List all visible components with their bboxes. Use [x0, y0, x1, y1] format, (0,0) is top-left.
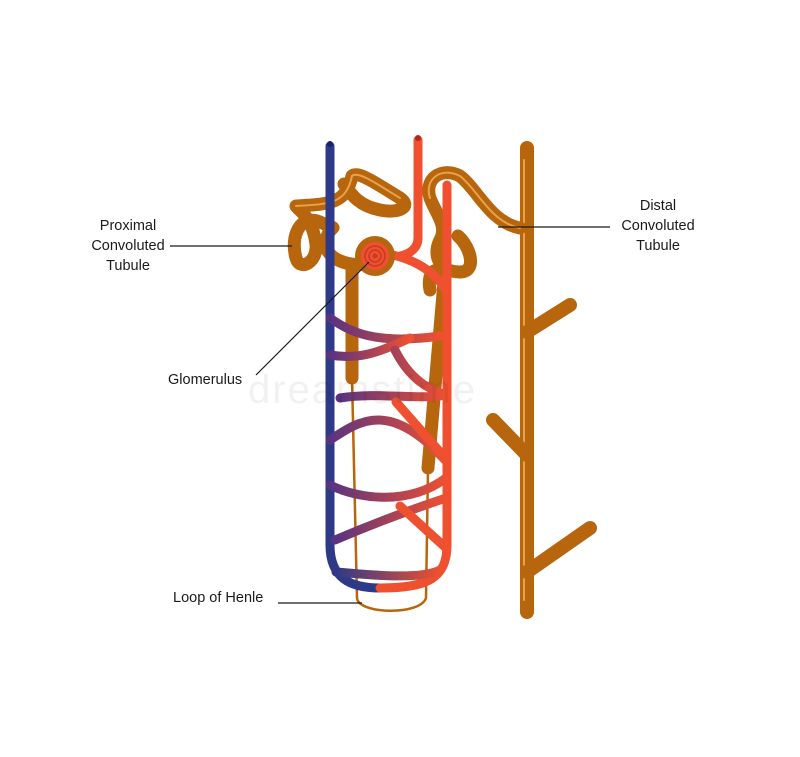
glomerulus-leader [255, 261, 370, 376]
loop-of-henle-shape [350, 377, 430, 612]
collecting-duct [486, 141, 597, 619]
distal-tubule-shape [422, 166, 527, 279]
vein-end [327, 141, 333, 147]
proximal-convoluted-tubule-label: Proximal Convoluted Tubule [80, 216, 176, 276]
proximal-label-line3: Tubule [106, 258, 150, 274]
artery-end [415, 135, 421, 141]
proximal-label-line1: Proximal [99, 218, 157, 234]
distal-label-line1: Distal [639, 198, 677, 214]
capillary-network [325, 135, 452, 593]
loop-of-henle-label: Loop of Henle [173, 590, 264, 606]
glomerulus-label: Glomerulus [168, 372, 243, 388]
distal-convoluted-tubule-label: Distal Convoluted Tubule [610, 196, 706, 256]
distal-label-line3: Tubule [636, 238, 680, 254]
watermark: dreamstime [248, 368, 477, 412]
distal-label-line2: Convoluted [621, 218, 695, 234]
proximal-label-line2: Convoluted [91, 238, 165, 254]
